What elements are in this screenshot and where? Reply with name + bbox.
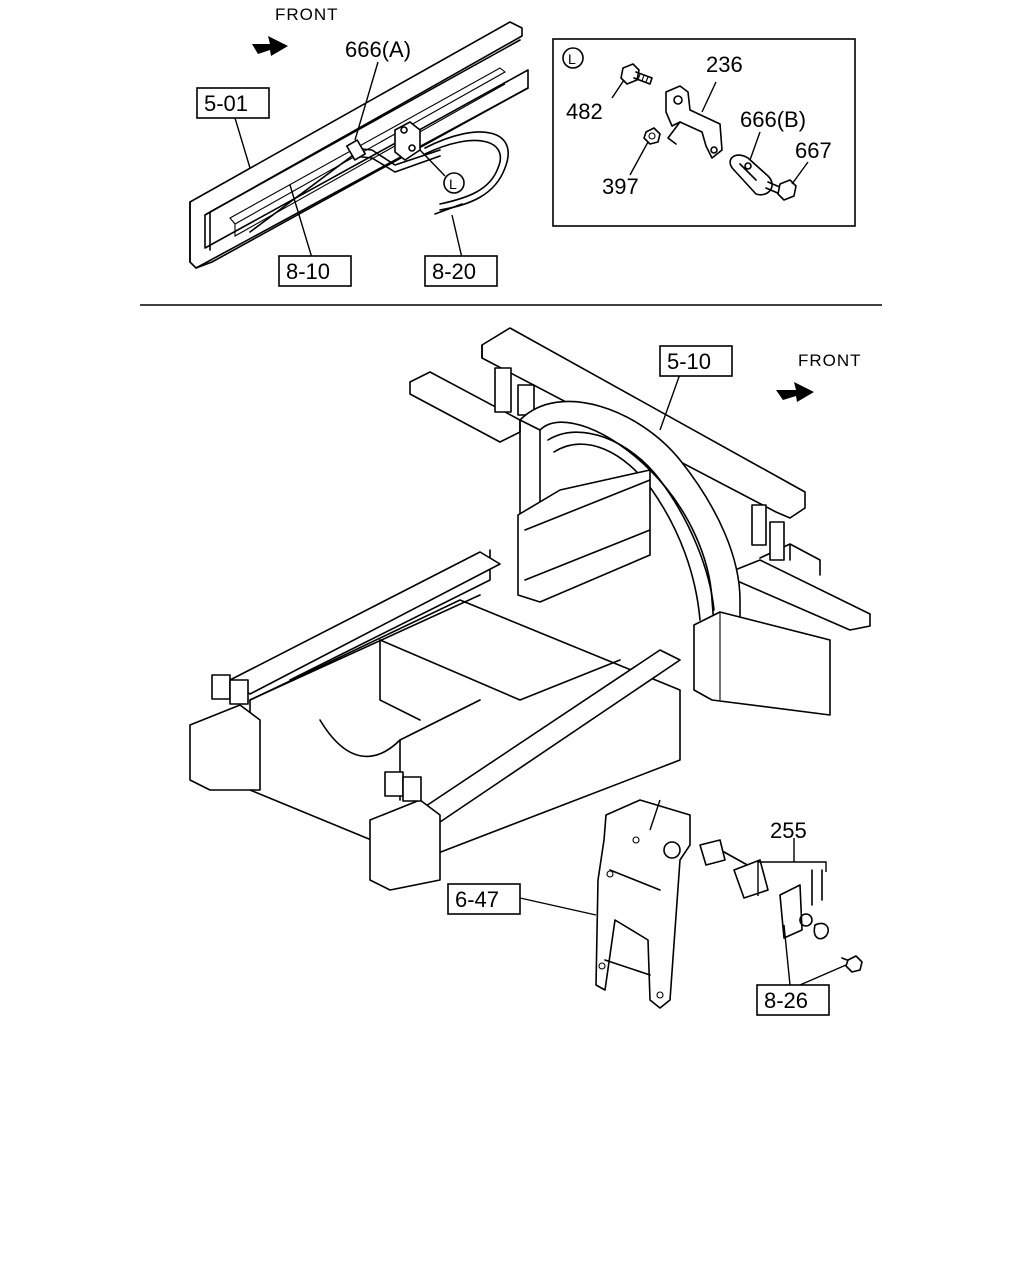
ref-crossmember-label: 5-10 [667,349,711,374]
detail-marker-text: L [568,51,576,67]
callout-bolt-2: 667 [795,138,832,163]
callout-bracket: 236 [706,52,743,77]
side-block-right [693,611,831,716]
top-view: FRONT L [189,5,529,287]
ref-box-harness [278,255,352,287]
detail-marker-circle-2 [562,47,584,69]
ref-frame-label: 5-01 [204,91,248,116]
front-label: FRONT [275,5,339,24]
harness-line [249,121,509,233]
switch-icon [699,839,830,940]
mounting-bracket [595,799,691,1009]
frame-body [189,549,681,891]
ref-switch-parts-label: 8-26 [764,988,808,1013]
detail-marker-circle [443,172,465,194]
crossmember [409,327,871,631]
ref-cable-label: 8-20 [432,259,476,284]
front-arrow-icon [252,36,288,56]
ref-harness-label: 8-10 [286,259,330,284]
bracket-icon [665,85,723,159]
ref-box-crossmember [659,345,733,377]
frame-rail [189,21,529,269]
callout-bolt: 482 [566,99,603,124]
ref-box-switch-parts [756,984,830,1016]
clip-icon [729,154,773,196]
ref-bracket-label: 6-47 [455,887,499,912]
ref-box-bracket [447,883,521,915]
detail-marker-label: L [449,176,457,192]
bolt-3-icon [841,955,863,973]
callout-clip-a: 666(A) [345,37,411,62]
bolt-2-icon [765,179,797,201]
bolt-icon [620,63,653,85]
detail-view: L [552,38,856,227]
front-label-2: FRONT [798,351,862,370]
callout-nut: 397 [602,174,639,199]
ref-box-cable [424,255,498,287]
inner-channel [517,469,651,603]
front-arrow-icon-2 [776,382,814,402]
bottom-view: FRONT [189,327,871,1016]
nut-icon [643,127,661,145]
ref-box-frame [196,87,270,119]
callout-switch: 255 [770,818,807,843]
callout-clip-b: 666(B) [740,107,806,132]
